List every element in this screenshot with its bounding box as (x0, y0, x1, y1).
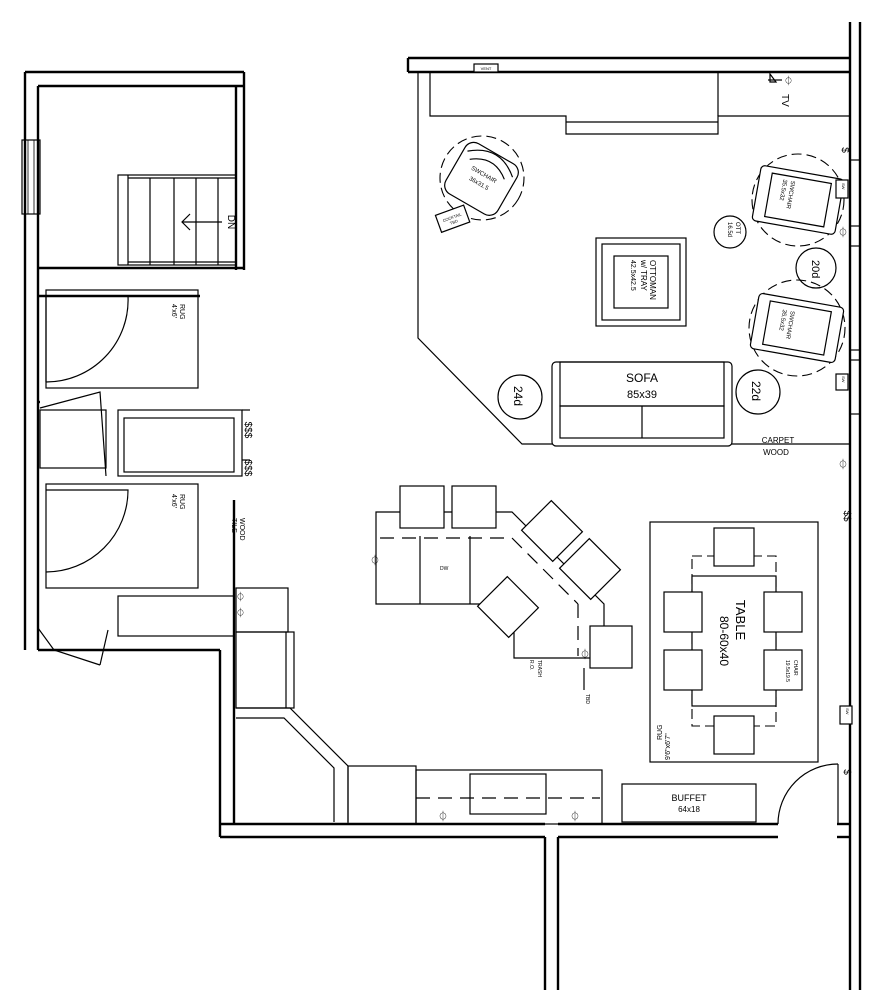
ottoman: OTTOMAN w/ TRAY 42.5x42.5 (595, 237, 687, 327)
swivel-chair-right-2-size: 35.5x32 (777, 309, 787, 332)
stool-5 (476, 575, 540, 639)
dining-chair-right-2 (763, 649, 803, 691)
rug-2-label: RUG (178, 494, 185, 510)
dining-rug-size: 9'6"x6'7" (665, 733, 672, 760)
counter-outlet-2: ⏀ (570, 810, 580, 823)
switch-box-1: SW (841, 183, 846, 190)
dining-area: TABLE 80-60x40 CHAIR 19.5x19.5 RUG 9'6"x… (621, 521, 839, 825)
trash-label: TRASH (536, 660, 542, 677)
swivel-chair-right-2: SWCHAIR 35.5x32 (748, 279, 846, 377)
ottoman-label-1: OTTOMAN (648, 260, 657, 300)
buffet (621, 783, 757, 823)
ottoman-label-2: w/ TRAY (639, 259, 648, 291)
ro-label: R.O. (528, 660, 534, 670)
swivel-chair-top: SWCHAIR 36x31.5 (439, 135, 525, 221)
down-label: DN (225, 215, 236, 229)
dining-chair-left-1 (663, 591, 703, 633)
right-wall-details: SW SW SW $ ⏀ ⏀ $$ $ (835, 147, 861, 775)
small-ottoman-label: OTT (734, 222, 740, 234)
tv-outlet: ⏀ (784, 75, 793, 86)
kitchen-island: DW TRASH R.O. ⏀ ⏀ TBD (370, 485, 633, 704)
dining-table (691, 575, 777, 707)
kitchen-counters: ⏀ ⏀ (235, 631, 603, 825)
wall-outlet-2: ⏀ (838, 458, 848, 471)
dining-chair-label: CHAIR (792, 660, 798, 676)
living-room: VENT ⏀ TV SWCHAIR 36x31.5 COCKTAIL TBD O… (417, 63, 850, 457)
rug-1-size: 4'x6' (170, 304, 177, 318)
stool-6 (589, 625, 633, 669)
money-switch-upper: $$$ (242, 422, 253, 439)
island-outlet-2: ⏀ (580, 648, 590, 661)
side-table-24d (497, 374, 543, 420)
buffet-label: BUFFET (672, 793, 708, 803)
side-table-20d-label: 20d (809, 260, 821, 278)
wood-tile-label-2: TILE (230, 518, 237, 533)
stool-1 (399, 485, 445, 529)
island-outlet: ⏀ (370, 554, 380, 567)
ottoman-size: 42.5x42.5 (629, 260, 636, 291)
swivel-chair-right-1-label: SWCHAIR (784, 180, 795, 210)
sofa-label: SOFA (626, 371, 658, 385)
dining-chair-size: 19.5x19.5 (784, 660, 790, 682)
dining-table-label: TABLE (733, 600, 748, 641)
stool-3 (520, 499, 584, 563)
switch-box-2: SW (841, 376, 846, 383)
dining-chair-left-2 (663, 649, 703, 691)
wood-tile-label-1: WOOD (238, 518, 245, 541)
dining-chair-top (713, 527, 755, 567)
wall-outlet-1: ⏀ (838, 226, 848, 239)
small-ottoman-size: 16.5d (726, 222, 732, 237)
cocktail-table-size: TBD (449, 218, 458, 225)
closet-area: RUG 4'x6' $$$ $$$ RUG 4'x6' WOOD TILE ⏀ … (37, 289, 289, 666)
dishwasher-label: DW (440, 566, 449, 572)
tv-label: TV (779, 94, 790, 107)
swivel-chair-right-1-size: 35.5x32 (778, 179, 788, 202)
tbd-label: TBD (584, 694, 590, 704)
switch-label-3: $$ (841, 510, 852, 522)
side-table-24d-label: 24d (511, 386, 525, 406)
dining-chair-bottom (713, 715, 755, 755)
cocktail-table-label: COCKTAIL (442, 211, 463, 223)
switch-box-3: SW (845, 708, 850, 715)
dining-table-size: 80-60x40 (717, 616, 731, 666)
sofa: SOFA 85x39 (551, 361, 733, 447)
stool-4 (558, 537, 622, 601)
dining-rug-label: RUG (657, 724, 664, 740)
swivel-chair-right-1: SWCHAIR 35.5x32 (751, 153, 845, 247)
stool-2 (451, 485, 497, 529)
cocktail-table: COCKTAIL TBD (434, 204, 471, 234)
side-table-22d-label: 22d (749, 381, 763, 401)
dining-rug (649, 521, 819, 763)
carpet-label: CARPET (762, 436, 795, 445)
swivel-chair-right-2-label: SWCHAIR (784, 310, 795, 340)
buffet-size: 64x18 (678, 805, 700, 814)
counter-outlet-1: ⏀ (438, 810, 448, 823)
rug-2-size: 4'x6' (170, 494, 177, 508)
outlet-left-2: ⏀ (236, 607, 245, 618)
stair-area: DN (21, 70, 246, 650)
money-switch-lower: $$$ (242, 460, 253, 477)
switch-label-4: $ (841, 769, 852, 775)
switch-label-1: $ (839, 147, 850, 153)
side-table-22d (735, 369, 781, 415)
vent-label: VENT (481, 66, 492, 71)
side-table-20d (795, 247, 837, 289)
dining-chair-right-1 (763, 591, 803, 633)
outlet-left-1: ⏀ (236, 591, 245, 602)
small-ottoman (713, 215, 747, 249)
sofa-size: 85x39 (627, 389, 657, 401)
rug-1-label: RUG (178, 304, 185, 320)
wood-label: WOOD (763, 448, 789, 457)
